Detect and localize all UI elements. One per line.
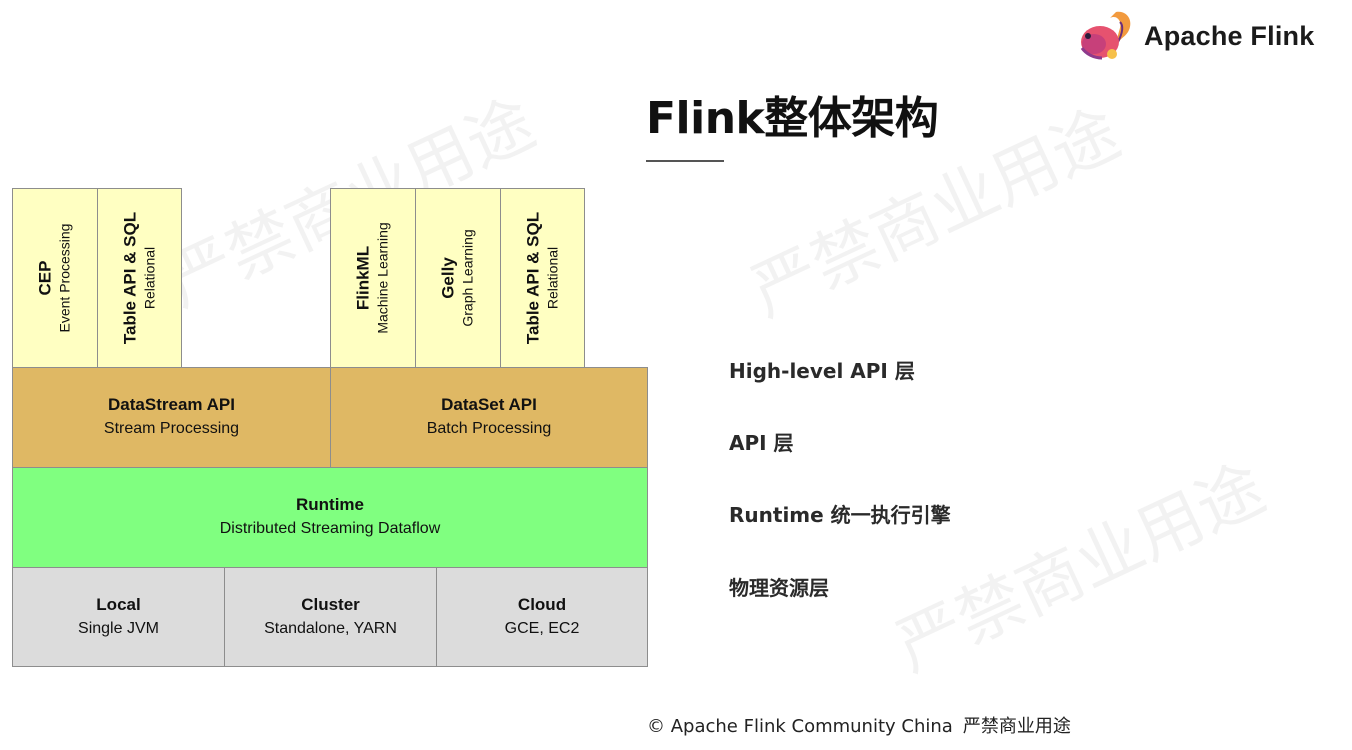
deploy-name: Cluster	[301, 594, 360, 614]
api-sub: Stream Processing	[103, 420, 240, 437]
apache-flink-logo: Apache Flink	[1076, 8, 1314, 64]
library-sub: Relational	[141, 246, 157, 310]
library-sub: Machine Learning	[374, 222, 391, 334]
api-name: DataStream API	[108, 395, 235, 414]
library-name: Table API & SQL	[120, 211, 139, 345]
deploy-name: Local	[96, 594, 141, 614]
footer-notice: 严禁商业用途	[962, 716, 1071, 737]
deploy-sub: Single JVM	[78, 619, 159, 637]
deploy-sub: Standalone, YARN	[264, 619, 397, 637]
title-underline	[646, 160, 724, 162]
layer-label-runtime: Runtime 统一执行引擎	[729, 503, 951, 527]
library-name: FlinkML	[353, 245, 373, 311]
library-sub: Event Processing	[56, 223, 73, 333]
flink-squirrel-icon	[1080, 11, 1131, 60]
footer: © Apache Flink Community China 严禁商业用途	[647, 712, 1071, 738]
library-box-table-api: Table API & SQL Relational	[97, 188, 182, 368]
deploy-box-cloud: Cloud GCE, EC2	[436, 567, 648, 667]
library-sub: Relational	[544, 246, 560, 310]
api-box-dataset: DataSet API Batch Processing	[330, 367, 648, 468]
library-name: Gelly	[438, 257, 458, 299]
library-name: Table API & SQL	[523, 211, 542, 345]
deploy-sub: GCE, EC2	[504, 619, 580, 637]
page-title: Flink整体架构	[646, 93, 939, 144]
layer-label-high-level-api: High-level API 层	[729, 359, 915, 383]
library-box-gelly: Gelly Graph Learning	[415, 188, 501, 368]
library-box-cep: CEP Event Processing	[12, 188, 98, 368]
runtime-sub: Distributed Streaming Dataflow	[219, 520, 441, 537]
library-name: CEP	[35, 260, 55, 296]
watermark: 严禁商业用途	[884, 449, 1277, 687]
library-box-flinkml: FlinkML Machine Learning	[330, 188, 416, 368]
library-box-table-api-batch: Table API & SQL Relational	[500, 188, 585, 368]
deploy-box-cluster: Cluster Standalone, YARN	[224, 567, 437, 667]
api-sub: Batch Processing	[426, 420, 552, 437]
logo-text: Apache Flink	[1144, 20, 1315, 51]
deploy-box-local: Local Single JVM	[12, 567, 225, 667]
runtime-name: Runtime	[296, 495, 364, 514]
deploy-name: Cloud	[517, 594, 567, 614]
library-sub: Graph Learning	[459, 229, 476, 327]
api-name: DataSet API	[441, 395, 537, 414]
footer-copyright: © Apache Flink Community China	[647, 716, 953, 737]
layer-label-api: API 层	[729, 431, 794, 455]
runtime-box: Runtime Distributed Streaming Dataflow	[12, 467, 648, 568]
layer-label-resources: 物理资源层	[729, 576, 829, 600]
api-box-datastream: DataStream API Stream Processing	[12, 367, 331, 468]
